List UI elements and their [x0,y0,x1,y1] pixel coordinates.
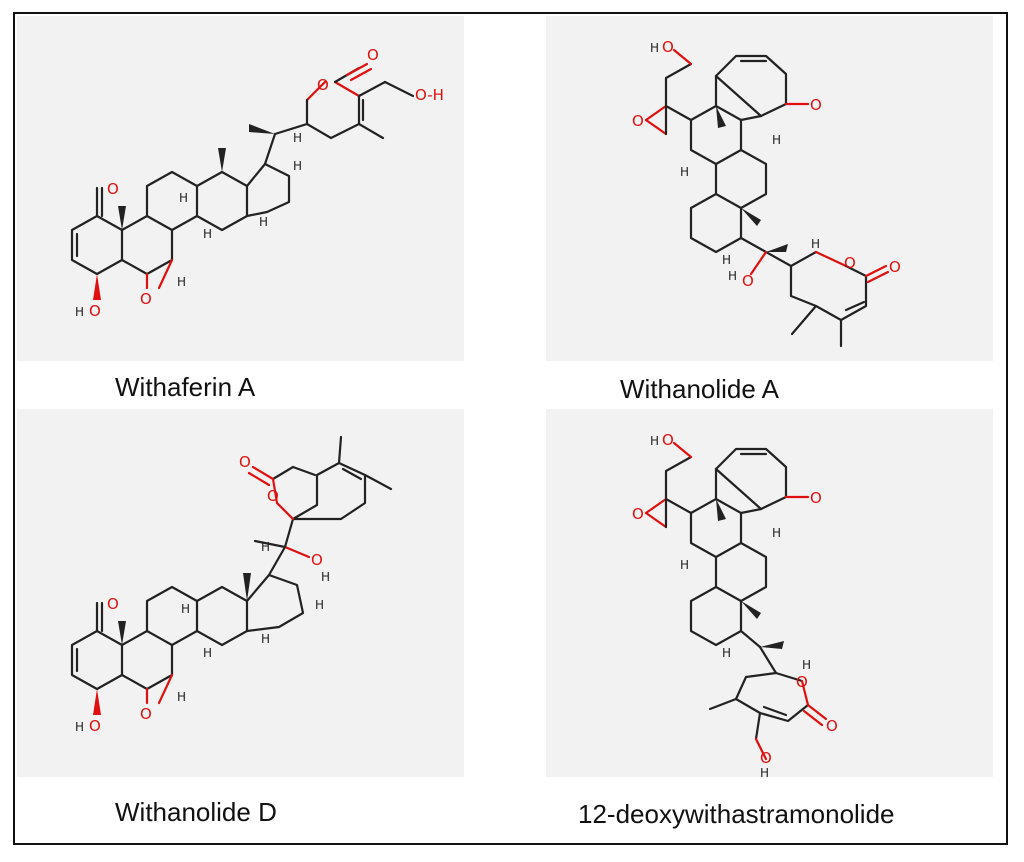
atom-h-1: H [177,690,186,704]
atom-h-hydroxyl: H [650,434,659,448]
figure-frame: O O O H O O O-H H H H H H H [13,12,1008,845]
caption-withaferin-a: Withaferin A [115,372,256,402]
atom-o-side-hydroxyl: O [742,272,754,290]
atom-o-lactone-carbonyl: O [889,258,901,276]
atom-h-5: H [293,159,302,173]
atom-o-epoxide: O [140,290,152,308]
atom-o-ketone: O [107,180,119,198]
atom-o-epoxide: O [140,705,152,723]
atom-h-2: H [772,526,781,540]
caption-12-deoxywithastramonolide: 12-deoxywithastramonolide [578,799,895,829]
atom-h-6: H [261,540,270,554]
atom-h-2: H [203,227,212,241]
atom-h-4: H [259,215,268,229]
atom-o-lactone-ring: O [844,254,856,272]
atom-h-3: H [181,602,190,616]
atom-o-epoxide: O [632,112,644,130]
atom-o-side-hydroxyl: O [311,551,323,569]
atom-o-lactone-ring: O [267,487,279,505]
atom-o-lactone-carbonyl: O [239,453,251,471]
caption-withanolide-a: Withanolide A [620,374,779,404]
atom-o-hydroxyl: O [89,302,101,320]
atom-h-side-hydroxyl: H [321,570,330,584]
atom-o-lactone-ring: O [796,673,808,691]
atom-h-hydroxyl: H [75,720,84,734]
atom-o-terminal-hydroxyl: O [760,749,772,767]
atom-o-lactone-carbonyl: O [826,717,838,735]
caption-withanolide-d: Withanolide D [115,797,277,827]
atom-o-lactone-carbonyl: O [367,46,379,64]
atom-h-3: H [722,253,731,267]
structure-panel-withanolide-a: O O H O O H O O H H H H [546,16,993,361]
atom-h-hydroxyl: H [75,305,84,319]
molecule-withanolide-a: O O H O O H O O H H H H [632,38,901,348]
atom-h-4: H [261,632,270,646]
atom-o-ketone: O [107,595,119,613]
atom-h-5: H [315,598,324,612]
atom-o-ketone: O [810,96,822,114]
atom-h-terminal-hydroxyl: H [760,766,769,777]
molecule-withaferin-a: O O O H O O O-H H H H H H H [70,46,444,320]
atom-h-6: H [293,131,302,145]
atom-h-4: H [811,237,820,251]
atom-o-hydroxyl: O [662,38,674,56]
atom-o-ketone: O [810,489,822,507]
structure-panel-withanolide-d: O O O H O O O H H H H H H H [17,409,464,777]
molecule-withanolide-d: O O O H O O O H H H H H H H [70,435,393,735]
structure-panel-12-deoxywithastramonolide: O O H O O O O H H H H H [546,409,993,777]
atom-o-lactone-ring: O [317,76,329,94]
atom-h-1: H [680,558,689,572]
atom-h-3: H [722,646,731,660]
atom-h-3: H [179,191,188,205]
atom-o-hydroxyl: O [89,717,101,735]
atom-h-1: H [680,165,689,179]
atom-h-4: H [802,658,811,672]
atom-o-hydroxyl: O [662,431,674,449]
atom-h-2: H [203,646,212,660]
atom-h-side-hydroxyl: H [728,269,737,283]
structure-panel-withaferin-a: O O O H O O O-H H H H H H H [17,16,464,361]
molecule-12-deoxywithastramonolide: O O H O O O O H H H H H [632,431,838,777]
atom-h-hydroxyl: H [650,41,659,55]
atom-h-1: H [177,275,186,289]
atom-h-2: H [772,133,781,147]
atom-oh-terminal: O-H [415,86,444,104]
atom-o-epoxide: O [632,505,644,523]
